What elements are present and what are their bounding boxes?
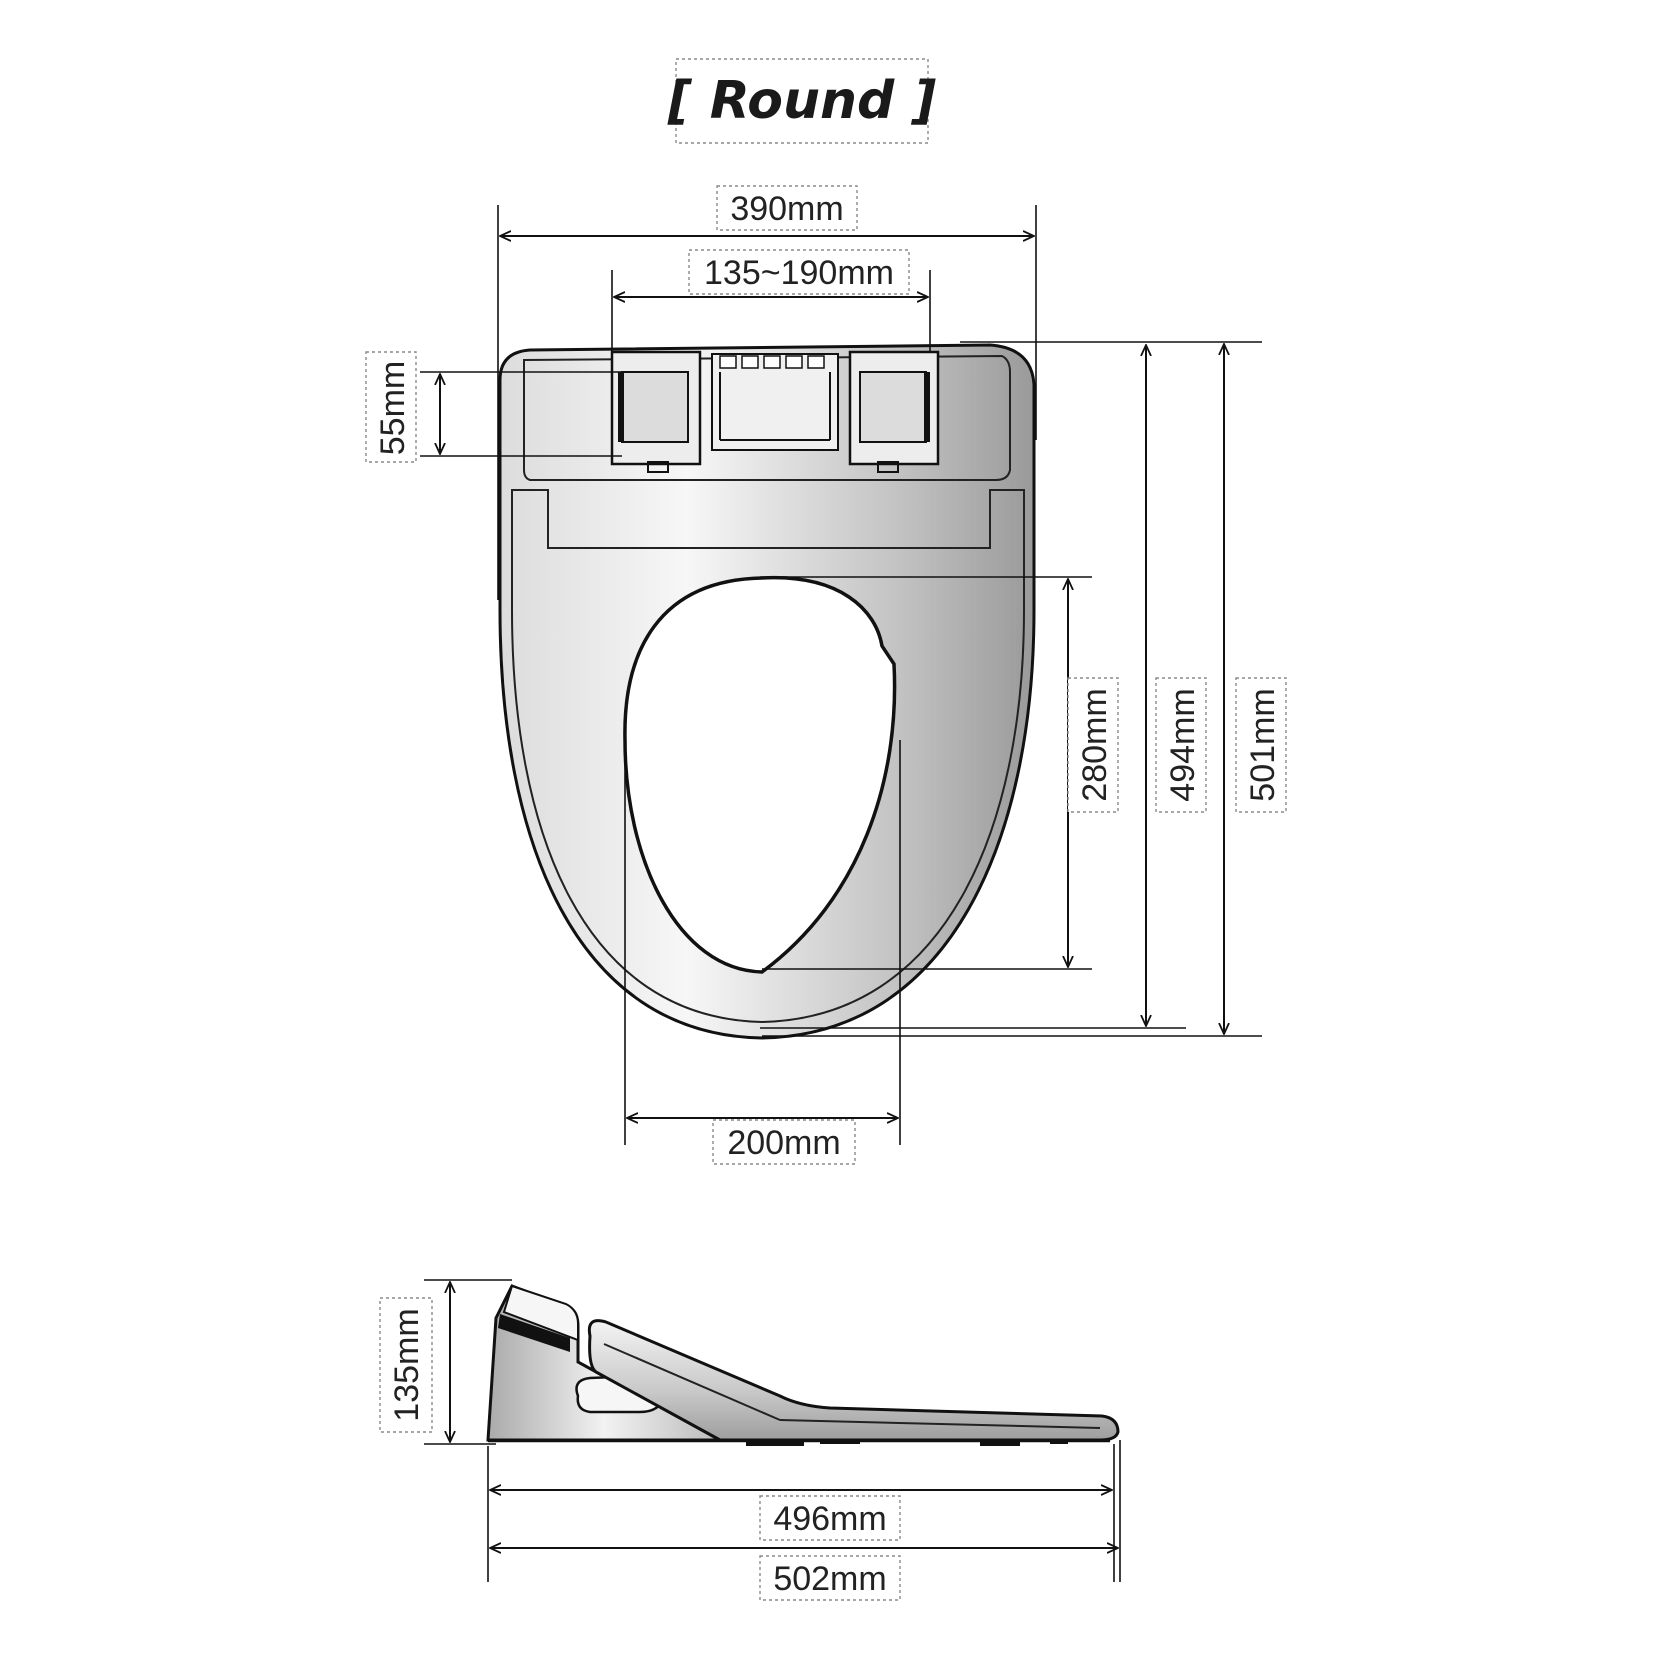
hinge-bridge	[711, 353, 839, 451]
hinge-depth-label: 55mm	[374, 361, 412, 455]
dim-opening-length: 280mm	[760, 576, 1119, 970]
side-height-label: 135mm	[388, 1308, 426, 1421]
left-hinge	[610, 350, 702, 473]
hinge-spacing-label: 135~190mm	[704, 254, 894, 292]
seat-inner-rim	[511, 489, 1025, 1024]
seat-length-label: 494mm	[1164, 688, 1202, 801]
title-text: [ Round ]	[667, 71, 936, 131]
dim-side-height: 135mm	[379, 1279, 512, 1445]
dim-side-seat-length: 496mm	[487, 1440, 1121, 1582]
diagram-title: [ Round ]	[667, 58, 936, 144]
dim-opening-width: 200mm	[627, 1118, 898, 1165]
overall-length-label: 501mm	[1244, 688, 1282, 801]
opening-length-label: 280mm	[1076, 688, 1114, 801]
seat-opening	[623, 576, 897, 974]
dim-hinge-depth: 55mm	[365, 351, 622, 463]
dim-seat-length: 494mm	[760, 345, 1207, 1029]
dim-overall-width: 390mm	[497, 185, 1037, 600]
lid-plate	[523, 354, 1011, 481]
overall-width-label: 390mm	[730, 190, 843, 228]
right-hinge	[848, 350, 940, 473]
side-control-stripe	[498, 1314, 570, 1352]
seat-top-view	[498, 343, 1036, 1145]
dim-side-overall-length: 502mm	[490, 1548, 1118, 1601]
side-overall-length-label: 502mm	[773, 1560, 886, 1598]
dim-overall-length: 501mm	[762, 341, 1287, 1037]
dim-hinge-spacing: 135~190mm	[611, 249, 931, 352]
side-seat-length-label: 496mm	[773, 1500, 886, 1538]
side-lid	[587, 1319, 1120, 1442]
opening-width-label: 200mm	[727, 1124, 840, 1162]
seat-side-view	[486, 1284, 1120, 1446]
